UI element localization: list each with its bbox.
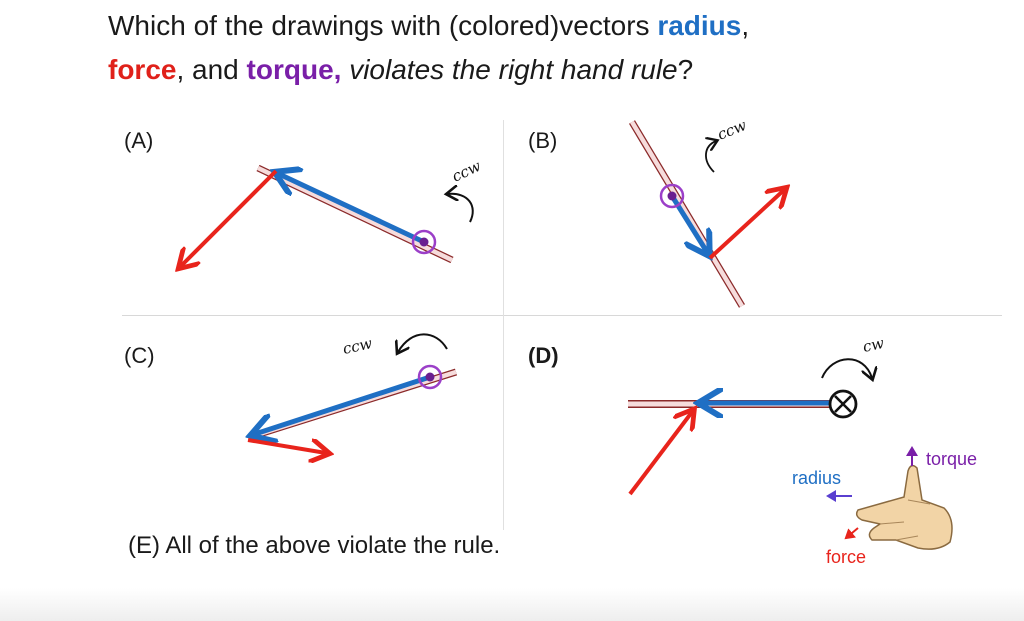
legend-force-label: force — [826, 547, 866, 567]
hand-illustration — [855, 464, 953, 550]
panel-a-label: (A) — [124, 128, 154, 153]
panel-c-force-vector — [247, 438, 326, 453]
legend-force-arrow — [844, 527, 859, 540]
panel-c-rotation-arrow — [398, 333, 448, 352]
panel-d-rotation-arrow — [821, 358, 872, 378]
panel-b-diagram: ccw — [628, 116, 784, 308]
question-comma-1: , — [741, 10, 750, 41]
question-part-2: , and — [176, 54, 247, 85]
word-force: force — [108, 54, 177, 85]
panel-a-force-vector — [181, 169, 278, 266]
word-radius: radius — [657, 10, 742, 41]
panel-b-rotation-arrow — [706, 141, 716, 173]
panel-d-label: (D) — [528, 343, 559, 368]
panel-d-cw-note: cw — [861, 334, 886, 356]
legend-radius-label: radius — [792, 468, 841, 488]
panel-d-diagram: cw — [628, 334, 886, 496]
question-text: Which of the drawings with (colored)vect… — [108, 4, 988, 92]
panel-d-force-vector — [628, 412, 692, 496]
footer-strip — [0, 588, 1024, 621]
panel-c-ccw-note: ccw — [341, 334, 374, 358]
panel-a-ccw-note: ccw — [449, 157, 484, 186]
question-italic-phrase: violates the right hand rule — [349, 54, 678, 85]
panel-c-diagram: ccw — [247, 333, 458, 453]
horizontal-divider — [122, 315, 1002, 316]
question-mark: ? — [677, 54, 694, 85]
vertical-divider — [503, 120, 504, 530]
panel-b-torque-symbol — [659, 183, 685, 209]
legend-torque-label: torque — [926, 449, 977, 469]
panel-b-force-vector — [708, 190, 784, 260]
right-hand-legend: torque radius force — [792, 446, 977, 567]
panel-c-torque-symbol — [417, 364, 443, 390]
panel-c-label: (C) — [124, 343, 155, 368]
question-part-1: Which of the drawings with (colored)vect… — [108, 10, 658, 41]
panel-b-ccw-note: ccw — [715, 116, 749, 144]
option-e-text: (E) All of the above violate the rule. — [128, 532, 501, 559]
panel-a-diagram: ccw — [181, 157, 484, 266]
panel-c-radius-vector — [255, 374, 431, 434]
panel-a-torque-symbol — [411, 229, 437, 255]
panel-a-rotation-arrow — [448, 194, 474, 223]
panel-b-label: (B) — [528, 128, 558, 153]
word-torque: torque — [246, 54, 334, 85]
panel-a-radius-vector — [279, 174, 426, 245]
question-comma-2: , — [333, 54, 342, 85]
